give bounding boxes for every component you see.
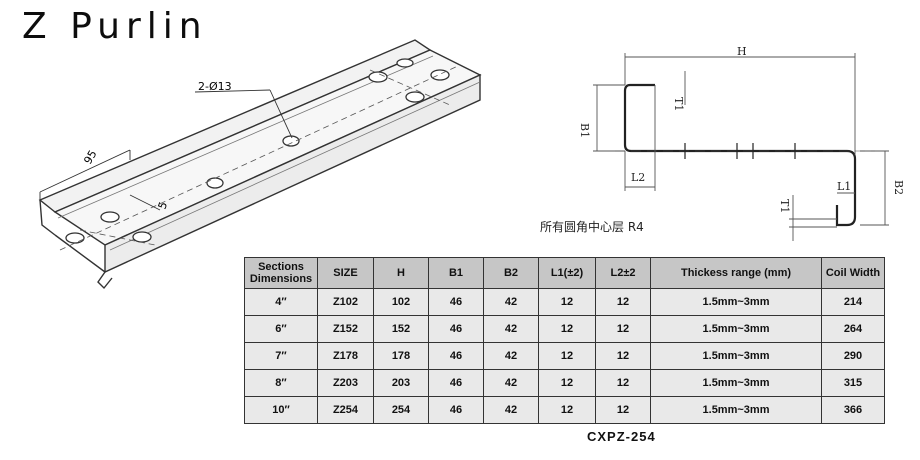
cell-section: 10″ [244,396,318,424]
header-h: H [373,257,429,289]
cell-l2: 12 [595,315,651,343]
cell-thickness: 1.5mm~3mm [650,288,822,316]
cell-b2: 42 [483,369,539,397]
cell-b1: 46 [428,396,484,424]
cell-coil-width: 264 [821,315,885,343]
table-header-row: Sections Dimensions SIZE H B1 B2 L1(±2) … [244,257,885,289]
cell-l1: 12 [538,369,596,397]
cell-h: 102 [373,288,429,316]
header-l1: L1(±2) [538,257,596,289]
radius-note: 所有圆角中心层 R4 [540,220,644,234]
cell-coil-width: 214 [821,288,885,316]
cell-b2: 42 [483,396,539,424]
cell-l2: 12 [595,288,651,316]
table-row: 7″ Z178 178 46 42 12 12 1.5mm~3mm 290 [244,342,885,370]
cell-section: 4″ [244,288,318,316]
header-b2: B2 [483,257,539,289]
cell-coil-width: 366 [821,396,885,424]
cell-l2: 12 [595,396,651,424]
header-coil-width: Coil Width [821,257,885,289]
cell-size: Z152 [317,315,374,343]
header-size: SIZE [317,257,374,289]
dim-L1-label: L1 [837,180,851,193]
cell-l2: 12 [595,342,651,370]
cell-b1: 46 [428,369,484,397]
purlin-spec-table: Sections Dimensions SIZE H B1 B2 L1(±2) … [244,257,885,424]
dim-T1-top-label: T1 [672,97,685,111]
product-code-caption: CXPZ-254 [587,429,656,444]
table-row: 8″ Z203 203 46 42 12 12 1.5mm~3mm 315 [244,369,885,397]
dim-5-label: 5 [156,200,171,211]
page-title: Z Purlin [22,6,208,47]
cell-b2: 42 [483,342,539,370]
cell-h: 152 [373,315,429,343]
dim-H-label: H [737,45,747,58]
cell-thickness: 1.5mm~3mm [650,315,822,343]
cell-b2: 42 [483,315,539,343]
dim-B1-label: B1 [578,123,591,138]
cell-l1: 12 [538,288,596,316]
header-thickness: Thickess range (mm) [650,257,822,289]
dim-T1-bottom-label: T1 [778,199,791,213]
z-section-profile-drawing: H B1 T1 B2 L2 L1 T1 [578,45,905,241]
cell-b1: 46 [428,315,484,343]
cell-l2: 12 [595,369,651,397]
dim-L2-label: L2 [631,171,645,184]
cell-coil-width: 290 [821,342,885,370]
dim-B2-label: B2 [892,180,905,195]
cell-coil-width: 315 [821,369,885,397]
header-sections: Sections Dimensions [244,257,318,289]
cell-size: Z102 [317,288,374,316]
hole-spec-label: 2-Ø13 [198,80,232,93]
cell-b1: 46 [428,342,484,370]
cell-thickness: 1.5mm~3mm [650,396,822,424]
header-l2: L2±2 [595,257,651,289]
cell-h: 178 [373,342,429,370]
cell-section: 7″ [244,342,318,370]
cell-l1: 12 [538,342,596,370]
cell-thickness: 1.5mm~3mm [650,342,822,370]
cell-b2: 42 [483,288,539,316]
cell-l1: 12 [538,396,596,424]
table-row: 6″ Z152 152 46 42 12 12 1.5mm~3mm 264 [244,315,885,343]
cell-size: Z203 [317,369,374,397]
cell-size: Z254 [317,396,374,424]
header-b1: B1 [428,257,484,289]
cell-section: 6″ [244,315,318,343]
cell-h: 203 [373,369,429,397]
cell-size: Z178 [317,342,374,370]
cell-thickness: 1.5mm~3mm [650,369,822,397]
purlin-isometric-drawing: 95 5 2-Ø13 [38,39,482,290]
cell-l1: 12 [538,315,596,343]
table-row: 10″ Z254 254 46 42 12 12 1.5mm~3mm 366 [244,396,885,424]
dim-95-label: 95 [81,148,99,167]
cell-h: 254 [373,396,429,424]
table-row: 4″ Z102 102 46 42 12 12 1.5mm~3mm 214 [244,288,885,316]
cell-b1: 46 [428,288,484,316]
cell-section: 8″ [244,369,318,397]
